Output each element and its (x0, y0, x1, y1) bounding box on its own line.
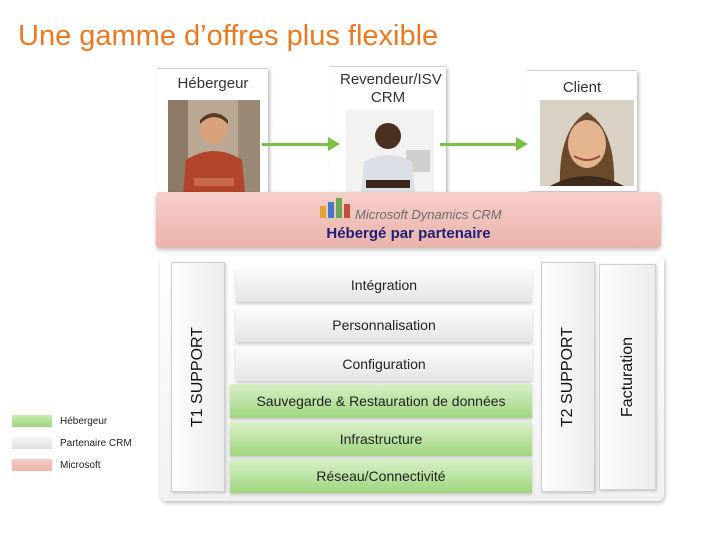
hosted-band: Hébergé par partenaire (156, 192, 661, 248)
hosted-band-label: Hébergé par partenaire (326, 225, 491, 242)
layer-label: Sauvegarde & Restauration de données (256, 393, 506, 409)
layer-label: Infrastructure (339, 431, 423, 447)
t2-support-label: T2 SUPPORT (559, 326, 576, 428)
legend-swatch-hebergeur (12, 415, 52, 427)
layer-label: Configuration (342, 356, 426, 372)
layer-personnalisation: Personnalisation (236, 308, 532, 342)
revendeur-photo (346, 110, 434, 202)
layer-configuration: Configuration (236, 347, 532, 381)
role-label-hebergeur: Hébergeur (177, 75, 249, 92)
page-title: Une gamme d’offres plus flexible (18, 20, 439, 52)
layer-label: Intégration (350, 277, 418, 293)
arrow-revendeur-to-client (440, 137, 528, 151)
microsoft-logo-icon (318, 198, 352, 220)
layer-label: Personnalisation (332, 317, 436, 333)
arrow-hebergeur-to-revendeur (262, 137, 340, 151)
hebergeur-photo (168, 100, 260, 204)
t1-support-label: T1 SUPPORT (189, 326, 206, 428)
layer-infrastructure: Infrastructure (230, 422, 532, 456)
billing-label: Facturation (618, 336, 636, 418)
role-label-client: Client (562, 79, 602, 96)
legend-label-hebergeur: Hébergeur (60, 416, 108, 427)
layer-sauvegarde: Sauvegarde & Restauration de données (230, 384, 532, 418)
legend-label-microsoft: Microsoft (60, 460, 101, 471)
client-photo (540, 100, 634, 186)
legend-label-partenaire: Partenaire CRM (60, 438, 132, 449)
layer-label: Réseau/Connectivité (316, 468, 446, 484)
dynamics-crm-logo: Microsoft Dynamics CRM (355, 207, 502, 222)
billing-box: Facturation (599, 264, 656, 490)
legend-swatch-partenaire (12, 437, 52, 449)
layer-integration: Intégration (236, 268, 532, 302)
t1-support-box: T1 SUPPORT (171, 262, 225, 492)
legend-swatch-microsoft (12, 459, 52, 471)
t2-support-box: T2 SUPPORT (541, 262, 595, 492)
layer-reseau: Réseau/Connectivité (230, 459, 532, 493)
role-label-revendeur: Revendeur/ISV CRM (340, 71, 442, 106)
